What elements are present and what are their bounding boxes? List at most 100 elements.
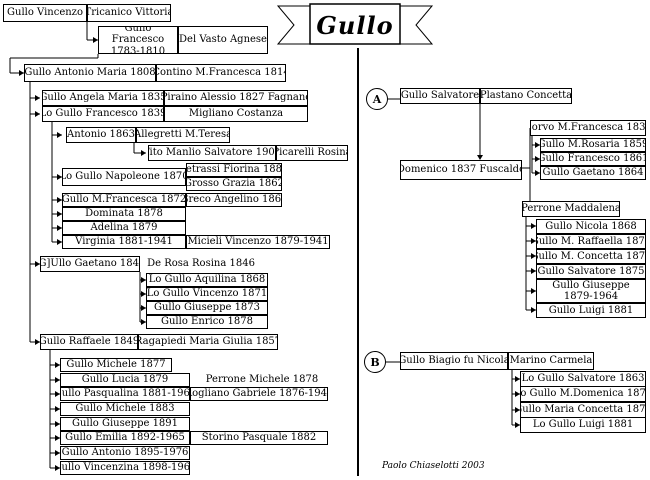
person-box: Gullo Lucia 1879 <box>60 373 190 387</box>
person-box: Gullo Michele 1883 <box>60 402 190 416</box>
arrow-head <box>57 211 62 217</box>
person-box: Virginia 1881-1941 <box>62 235 186 249</box>
person-box: Gullo Luigi 1881 <box>536 303 646 318</box>
arrow-head <box>55 406 60 412</box>
author-credit: Paolo Chiaselotti 2003 <box>382 461 485 471</box>
arrow-head <box>35 95 40 101</box>
person-box: Gullo Vincenzo <box>3 4 87 22</box>
person-box: Adelina 1879 <box>62 221 186 235</box>
arrow-head <box>531 253 536 259</box>
person-box: Gullo Salvatore <box>400 88 480 104</box>
arrow-head <box>515 391 520 397</box>
spouse-box: Grosso Grazia 1862 <box>186 177 282 191</box>
arrow-head <box>141 319 146 325</box>
person-box: Lo Gullo Napoleone 1870 <box>62 168 186 186</box>
spouse-box: Marino Carmela <box>508 352 594 370</box>
person-box: Gullo Francesco 1783-1810 <box>98 26 178 54</box>
person-box: Lo Gullo Luigi 1881 <box>520 417 646 433</box>
person-box: Gullo M. Concetta 1872 <box>536 249 646 264</box>
spouse-box: Ragapiedi Maria Giulia 1857 <box>138 334 278 350</box>
arrow-head <box>57 132 62 138</box>
spouse-box: Micieli Vincenzo 1879-1941 <box>186 235 330 249</box>
arrow-head <box>141 305 146 311</box>
arrow-head <box>93 37 98 43</box>
spouse-box: Allegretti M.Teresa <box>136 127 230 143</box>
person-box: Gullo Antonio Maria 1808 <box>24 64 156 82</box>
person-box: Gullo Giuseppe 1879-1964 <box>536 279 646 303</box>
spouse-box: Picarelli Rosina <box>276 145 348 161</box>
person-box: Tricanico Vittoria <box>87 4 171 22</box>
person-box: Gullo M.Francesca 1872 <box>62 193 186 207</box>
person-box: Gullo Pasqualina 1881-1961 <box>60 387 190 401</box>
person-box: Gullo Giuseppe 1873 <box>146 301 268 315</box>
title-banner <box>276 3 434 45</box>
arrow-head <box>531 307 536 313</box>
branch-marker-b: B <box>364 351 386 373</box>
person-box: Gullo Gaetano 1864 <box>540 166 646 180</box>
arrow-head <box>35 339 40 345</box>
arrow-head <box>531 268 536 274</box>
arrow-head <box>55 362 60 368</box>
spouse-label: De Rosa Rosina 1846 <box>147 258 255 270</box>
arrow-head <box>515 407 520 413</box>
person-box: Tito Manlio Salvatore 1900 <box>148 145 276 161</box>
arrow-head <box>55 450 60 456</box>
person-box: Gullo Maria Concetta 1877 <box>520 402 646 418</box>
arrow-head <box>535 142 540 148</box>
arrow-head <box>55 465 60 471</box>
arrow-head <box>141 291 146 297</box>
person-box: Lo Gullo Salvatore 1863 <box>520 371 646 387</box>
arrow-head <box>57 197 62 203</box>
person-box: Gullo Vincenzina 1898-1966 <box>60 461 190 475</box>
spouse-box: Contino M.Francesca 1814 <box>156 64 286 82</box>
arrow-head <box>535 170 540 176</box>
person-box: Lo Gullo Francesco 1839 <box>42 106 164 122</box>
arrow-head <box>19 70 24 76</box>
person-box: Dominata 1878 <box>62 207 186 221</box>
arrow-head <box>531 238 536 244</box>
arrow-head <box>35 111 40 117</box>
arrow-head <box>57 174 62 180</box>
person-box: Gullo Francesco 1861 <box>540 152 646 166</box>
spouse-box: Migliano Costanza <box>164 106 308 122</box>
spouse-box: Del Vasto Agnese <box>178 26 268 54</box>
spouse-box: Piraino Alessio 1827 Fagnano <box>164 90 308 106</box>
person-box: Gullo Angela Maria 1835 <box>42 90 164 106</box>
arrow-head <box>55 421 60 427</box>
person-box: Gullo Salvatore 1875 <box>536 264 646 279</box>
person-box: Domenico 1837 Fuscaldo <box>400 160 522 180</box>
arrow-head <box>55 377 60 383</box>
person-box: Gullo M. Raffaella 1870 <box>536 234 646 249</box>
arrow-head <box>535 156 540 162</box>
arrow-head <box>57 225 62 231</box>
spouse-box: Storino Pasquale 1882 <box>190 431 328 445</box>
person-box: Gullo M.Rosaria 1859 <box>540 138 646 152</box>
person-box: Gullo Raffaele 1849 <box>40 334 138 350</box>
spouse-box: Petrassi Fiorina 1884 <box>186 163 282 177</box>
spouse-box: Plastano Concetta <box>480 88 572 104</box>
spouse-box: Perrone Maddalena <box>522 201 620 217</box>
arrow-head <box>531 223 536 229</box>
person-box: Lo Gullo Aquilina 1868 <box>146 273 268 287</box>
arrow-head <box>55 435 60 441</box>
person-box: Gullo Antonio 1895-1976 <box>60 446 190 460</box>
spouse-box: Rogliano Gabriele 1876-1945 <box>190 387 328 401</box>
arrow-head <box>141 150 146 156</box>
arrow-head <box>35 261 40 267</box>
branch-marker-a: A <box>366 88 388 110</box>
person-box: Lo Gullo M.Domenica 1874 <box>520 386 646 402</box>
person-box: Lo Gullo Vincenzo 1871 <box>146 287 268 301</box>
person-box: Gullo Biagio fu Nicola <box>400 352 508 370</box>
person-box: Antonio 1863 <box>66 127 136 143</box>
person-box: Gullo Enrico 1878 <box>146 315 268 329</box>
arrow-head <box>515 422 520 428</box>
arrow-head <box>515 376 520 382</box>
arrow-head <box>477 155 483 160</box>
arrow-head <box>531 288 536 294</box>
arrow-head <box>141 277 146 283</box>
person-box: Gullo Giuseppe 1891 <box>60 417 190 431</box>
page-title: Gullo <box>316 10 394 40</box>
spouse-label: Perrone Michele 1878 <box>205 374 319 386</box>
